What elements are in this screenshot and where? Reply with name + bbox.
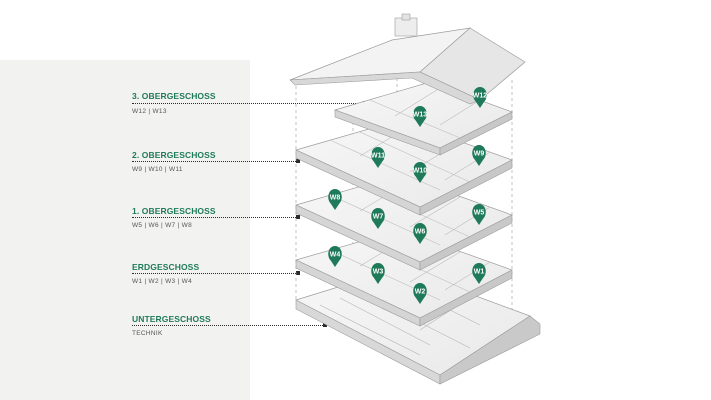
svg-text:W7: W7 [373, 214, 384, 221]
svg-text:W9: W9 [474, 151, 485, 158]
leader-line-3og [132, 103, 364, 104]
svg-text:W6: W6 [415, 229, 426, 236]
marker-w4[interactable]: W4 [328, 246, 342, 267]
svg-text:W1: W1 [474, 269, 485, 276]
marker-w10[interactable]: W10 [413, 162, 428, 183]
floor-title-eg[interactable]: ERDGESCHOSS [132, 262, 200, 272]
floor-units-2og: W9 | W10 | W11 [132, 166, 183, 173]
marker-w8[interactable]: W8 [328, 189, 342, 210]
floor-units-3og: W12 | W13 [132, 108, 167, 115]
floor-units-ug: TECHNIK [132, 330, 163, 337]
leader-line-ug [132, 325, 325, 326]
svg-text:W12: W12 [473, 93, 488, 100]
marker-w1[interactable]: W1 [472, 263, 486, 284]
floor-title-2og[interactable]: 2. OBERGESCHOSS [132, 150, 216, 160]
marker-w2[interactable]: W2 [413, 283, 427, 304]
floor-slab-1og [294, 174, 513, 271]
marker-w12[interactable]: W12 [473, 87, 488, 109]
svg-text:W5: W5 [474, 210, 485, 217]
svg-text:W13: W13 [413, 112, 428, 119]
floor-title-ug[interactable]: UNTERGESCHOSS [132, 314, 211, 324]
roof [289, 13, 526, 105]
marker-w6[interactable]: W6 [413, 223, 427, 244]
leader-line-2og [132, 161, 298, 162]
legend-panel [0, 60, 250, 400]
leader-anchor-1og [296, 215, 300, 219]
floor-units-1og: W5 | W6 | W7 | W8 [132, 222, 193, 229]
marker-w9[interactable]: W9 [472, 145, 486, 166]
svg-text:W2: W2 [415, 289, 426, 296]
leader-line-1og [132, 217, 298, 218]
floor-title-3og[interactable]: 3. OBERGESCHOSS [132, 91, 216, 101]
leader-anchor-2og [296, 159, 300, 163]
leader-anchor-ug [323, 323, 327, 327]
svg-text:W4: W4 [330, 252, 341, 259]
floor-title-1og[interactable]: 1. OBERGESCHOSS [132, 206, 216, 216]
marker-w13[interactable]: W13 [413, 106, 428, 127]
svg-text:W10: W10 [413, 168, 428, 175]
svg-text:W8: W8 [330, 195, 341, 202]
apartment-markers[interactable]: W12 W13 W11 W9 W10 W8 W7 W5 W6 W4 W3 W1 … [328, 87, 487, 304]
floor-units-eg: W1 | W2 | W3 | W4 [132, 278, 193, 285]
svg-text:W3: W3 [373, 269, 384, 276]
leader-line-eg [132, 273, 298, 274]
leader-anchor-eg [296, 271, 300, 275]
floor-slab-eg [295, 229, 513, 327]
svg-text:W11: W11 [371, 153, 385, 160]
marker-w3[interactable]: W3 [371, 263, 385, 284]
marker-w5[interactable]: W5 [472, 204, 486, 225]
marker-w11[interactable]: W11 [371, 147, 385, 168]
marker-w7[interactable]: W7 [371, 208, 385, 229]
